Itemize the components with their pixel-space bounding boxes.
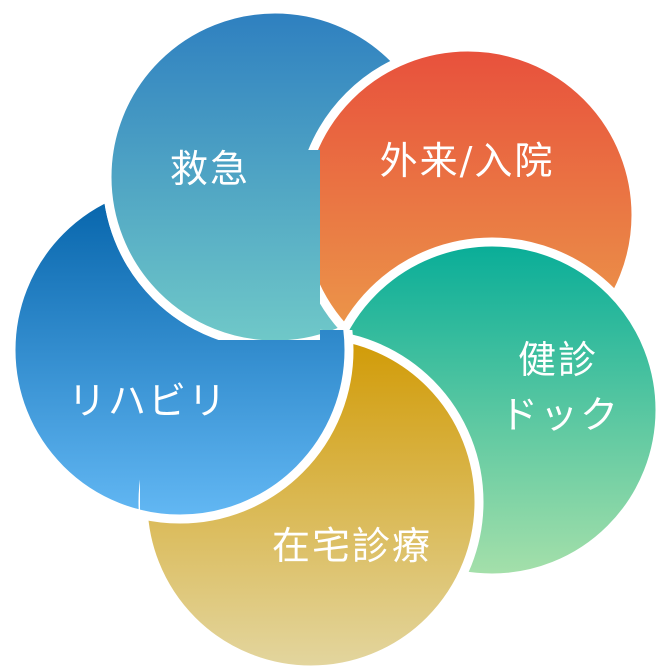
- label-rehabilitation: リハビリ: [68, 379, 228, 423]
- label-home-care: 在宅診療: [272, 524, 432, 568]
- circle-rehabilitation[interactable]: [11, 181, 354, 524]
- label-outpatient-inpatient: 外来/入院: [380, 139, 555, 183]
- label-emergency: 救急: [170, 147, 250, 191]
- label-health-checkup-line1: 健診: [518, 338, 598, 382]
- label-health-checkup-line2: ドック: [500, 393, 620, 437]
- circle-emergency-overlap: [102, 150, 320, 340]
